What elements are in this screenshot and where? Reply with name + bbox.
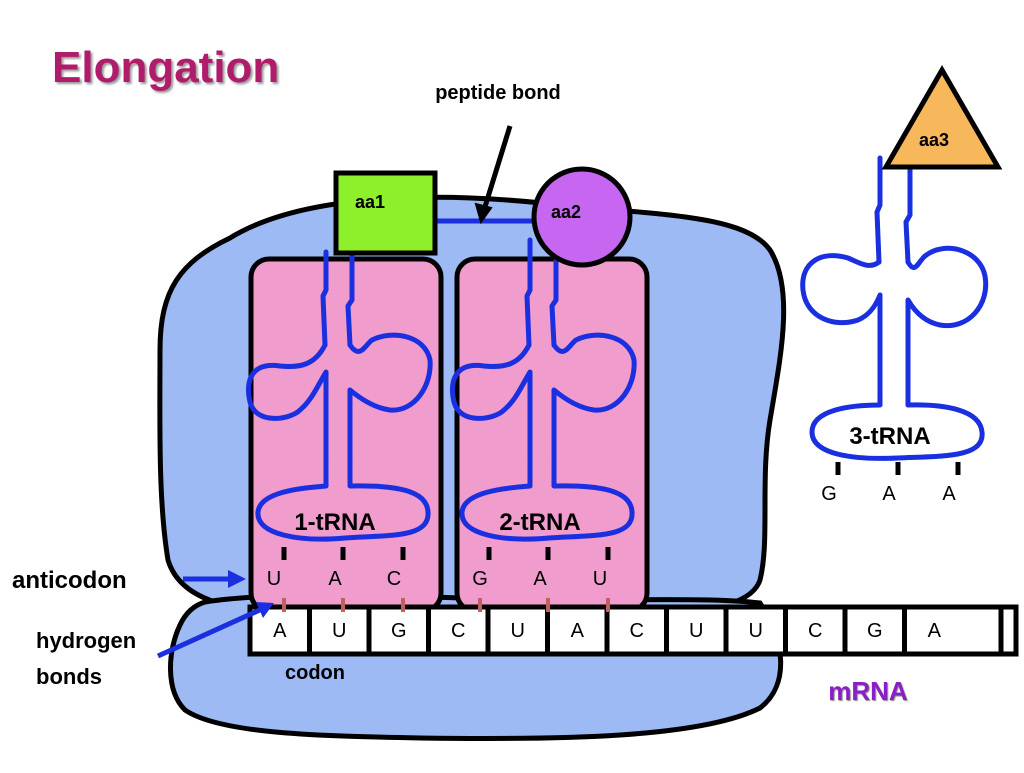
mrna-base: A (273, 620, 287, 642)
amino-acid-3-triangle (881, 64, 1003, 170)
trna-3 (800, 155, 989, 461)
hydrogen-bonds-label-line2: bonds (36, 664, 102, 689)
anticodon-base: A (882, 483, 896, 505)
mrna-base: A (571, 620, 585, 642)
mrna-base: U (749, 620, 763, 642)
trna-2 (450, 237, 637, 542)
hydrogen-bond-marks (282, 598, 610, 612)
anticodon-base: A (328, 568, 342, 590)
mrna-base: C (451, 620, 465, 642)
trna-3-anticodon-loop (809, 392, 985, 461)
mrna-base: U (689, 620, 703, 642)
anticodon-base: U (267, 568, 281, 590)
amino-acid-2-circle (531, 166, 633, 268)
amino-acid-3-label: aa3 (919, 130, 949, 150)
anticodon-base: G (472, 568, 488, 590)
mrna-base: G (391, 620, 407, 642)
hydrogen-bonds-arrow-shaft (156, 606, 264, 659)
trna-1 (246, 249, 433, 542)
trna-3-acceptor-stem (874, 155, 913, 265)
amino-acid-1-label: aa1 (355, 192, 385, 212)
amino-acid-1-square (333, 170, 438, 256)
trna-2-anticodon-loop (459, 459, 635, 542)
anticodon-base: U (593, 568, 607, 590)
anticodon-label: anticodon (12, 567, 127, 594)
mrna-base: G (867, 620, 883, 642)
hydrogen-bonds-label-line1: hydrogen (36, 628, 136, 653)
anticodon-base: G (821, 483, 837, 505)
peptide-bond-label: peptide bond (435, 82, 561, 104)
mrna-base: U (332, 620, 346, 642)
hydrogen-bonds-arrow-head (256, 602, 274, 618)
trna-1-acceptor-stem (320, 249, 355, 348)
trna-2-label: 2-tRNA (499, 509, 580, 536)
mrna-base: A (928, 620, 942, 642)
anticodon-letters: U A C G A U G A A (267, 483, 957, 590)
anticodon-arrow-head (228, 570, 246, 588)
trna-2-acceptor-stem (524, 237, 559, 348)
mrna-base: U (511, 620, 525, 642)
anticodon-ticks (281, 462, 961, 560)
peptide-bond-arrow-head (474, 202, 493, 225)
amino-acid-2-label: aa2 (551, 202, 581, 222)
trna-3-label: 3-tRNA (849, 423, 930, 450)
anticodon-base: A (942, 483, 956, 505)
trna-1-anticodon-loop (255, 459, 431, 542)
mrna-label: mRNA (828, 676, 908, 706)
trna-1-body (246, 332, 433, 465)
anticodon-base: C (387, 568, 401, 590)
page-title: Elongation (52, 43, 279, 92)
trna-1-label: 1-tRNA (294, 509, 375, 536)
trna-3-body (800, 245, 989, 398)
anticodon-base: A (533, 568, 547, 590)
peptide-bond-arrow-shaft (481, 125, 513, 211)
trna-2-body (450, 332, 637, 465)
mrna-base: C (808, 620, 822, 642)
codon-label: codon (285, 662, 345, 684)
mrna-outline (247, 604, 1019, 657)
mrna-base: C (630, 620, 644, 642)
